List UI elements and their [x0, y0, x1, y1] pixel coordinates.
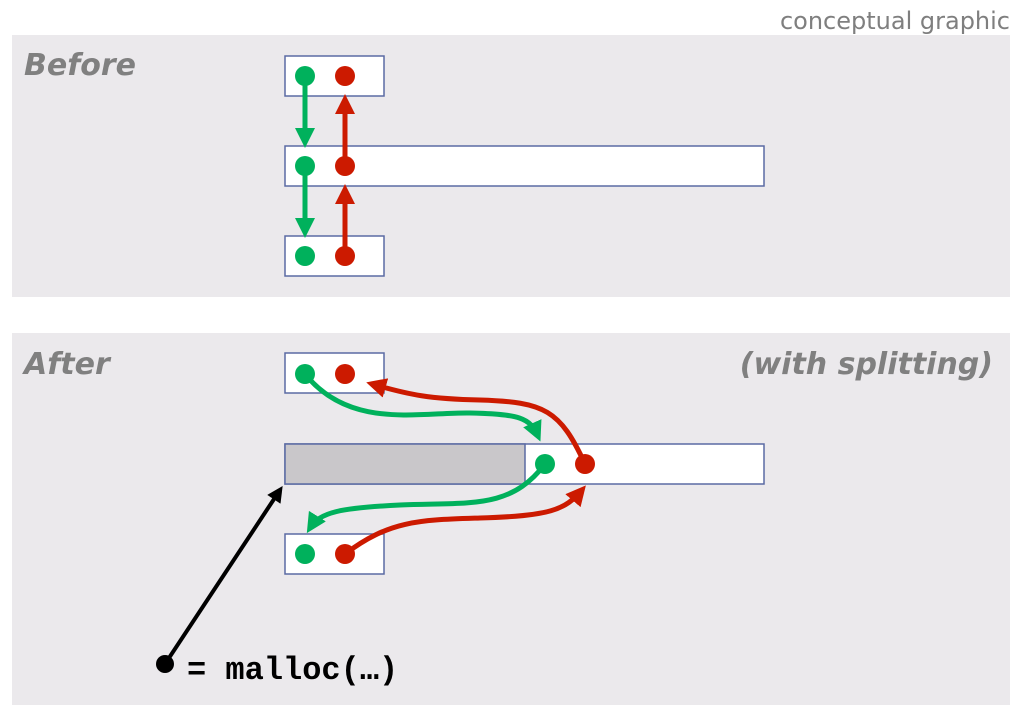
next-pointer-dot: [295, 156, 315, 176]
next-pointer-dot: [295, 544, 315, 564]
malloc-pointer-dot: [156, 655, 174, 673]
malloc-call: = malloc(…): [187, 652, 398, 689]
before-panel: Before: [12, 35, 1010, 297]
malloc-pointer-arrow: [163, 485, 283, 666]
prev-arrow: [366, 378, 588, 466]
next-pointer-dot: [535, 454, 555, 474]
next-pointer-dot: [295, 246, 315, 266]
after-panel: After (with splitting) = malloc(…): [12, 333, 1010, 705]
prev-pointer-dot: [335, 66, 355, 86]
before-label: Before: [24, 48, 136, 83]
splitting-note: (with splitting): [740, 347, 993, 382]
after-label: After: [22, 347, 112, 382]
prev-pointer-dot: [335, 246, 355, 266]
free-block-middle: [284, 145, 765, 187]
next-arrow: [306, 462, 547, 534]
next-pointer-dot: [295, 364, 315, 384]
prev-pointer-dot: [335, 544, 355, 564]
next-pointer-dot: [295, 66, 315, 86]
prev-pointer-dot: [335, 156, 355, 176]
prev-pointer-dot: [335, 364, 355, 384]
prev-arrow: [343, 485, 586, 556]
caption: conceptual graphic: [780, 7, 1010, 35]
prev-pointer-dot: [575, 454, 595, 474]
allocated-part: [284, 443, 526, 485]
next-arrow: [303, 372, 542, 442]
